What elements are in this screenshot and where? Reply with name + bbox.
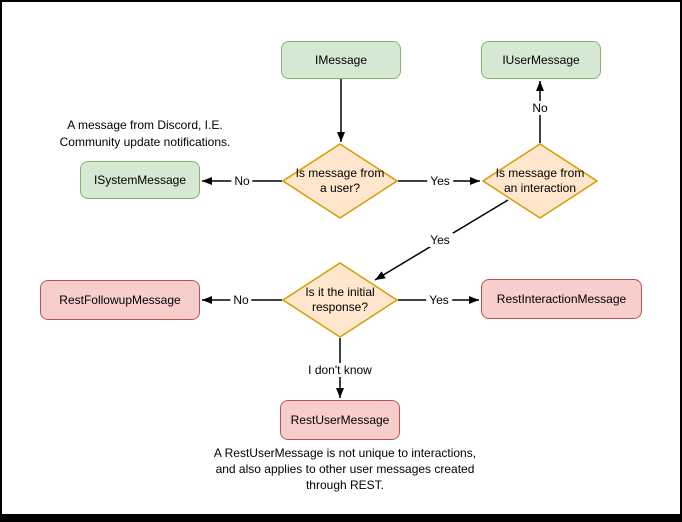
node-imessage: IMessage xyxy=(281,41,401,79)
frame-border-top xyxy=(0,0,682,2)
decision-is-from-interaction: Is message from an interaction xyxy=(482,143,598,219)
node-restfollowupmessage-label: RestFollowupMessage xyxy=(59,293,181,307)
node-restfollowupmessage: RestFollowupMessage xyxy=(40,280,200,320)
frame-border-bottom xyxy=(0,514,682,522)
edge-label-initial-yes: Yes xyxy=(426,293,452,307)
diamond-shape xyxy=(282,143,398,219)
node-iusermessage-label: IUserMessage xyxy=(502,53,580,67)
diamond-shape xyxy=(482,143,598,219)
decision-is-from-user-label: Is message from a user? xyxy=(295,166,385,195)
edge-label-interaction-yes: Yes xyxy=(427,233,453,247)
edge-label-initial-unknown: I don't know xyxy=(305,363,375,377)
node-restinteractionmessage: RestInteractionMessage xyxy=(481,279,642,319)
note-rest-user-message: A RestUserMessage is not unique to inter… xyxy=(185,445,505,493)
edge-label-interaction-no: No xyxy=(529,101,551,115)
node-imessage-label: IMessage xyxy=(314,53,368,67)
note-system-message: A message from Discord, I.E. Community u… xyxy=(35,117,255,151)
decision-is-from-user: Is message from a user? xyxy=(282,143,398,219)
node-isystemmessage: ISystemMessage xyxy=(80,161,200,199)
frame-border-right xyxy=(680,0,682,522)
diamond-shape xyxy=(282,262,398,338)
edge-label-initial-no: No xyxy=(230,293,252,307)
decision-is-initial-response-label: Is it the initial response? xyxy=(305,285,375,314)
node-restusermessage-label: RestUserMessage xyxy=(290,413,390,427)
node-iusermessage: IUserMessage xyxy=(481,41,601,79)
edge-label-user-yes: Yes xyxy=(427,174,453,188)
edge-label-user-no: No xyxy=(231,174,253,188)
note-line: and also applies to other user messages … xyxy=(215,462,475,476)
decision-is-from-interaction-label: Is message from an interaction xyxy=(495,166,585,195)
frame-border-left xyxy=(0,0,2,522)
node-restusermessage: RestUserMessage xyxy=(280,400,400,440)
note-line: through REST. xyxy=(305,478,385,492)
node-restinteractionmessage-label: RestInteractionMessage xyxy=(496,292,627,306)
note-line: A RestUserMessage is not unique to inter… xyxy=(213,446,477,460)
node-isystemmessage-label: ISystemMessage xyxy=(93,173,187,187)
note-line: A message from Discord, I.E. xyxy=(67,118,223,132)
decision-is-initial-response: Is it the initial response? xyxy=(282,262,398,338)
note-line: Community update notifications. xyxy=(59,135,231,149)
